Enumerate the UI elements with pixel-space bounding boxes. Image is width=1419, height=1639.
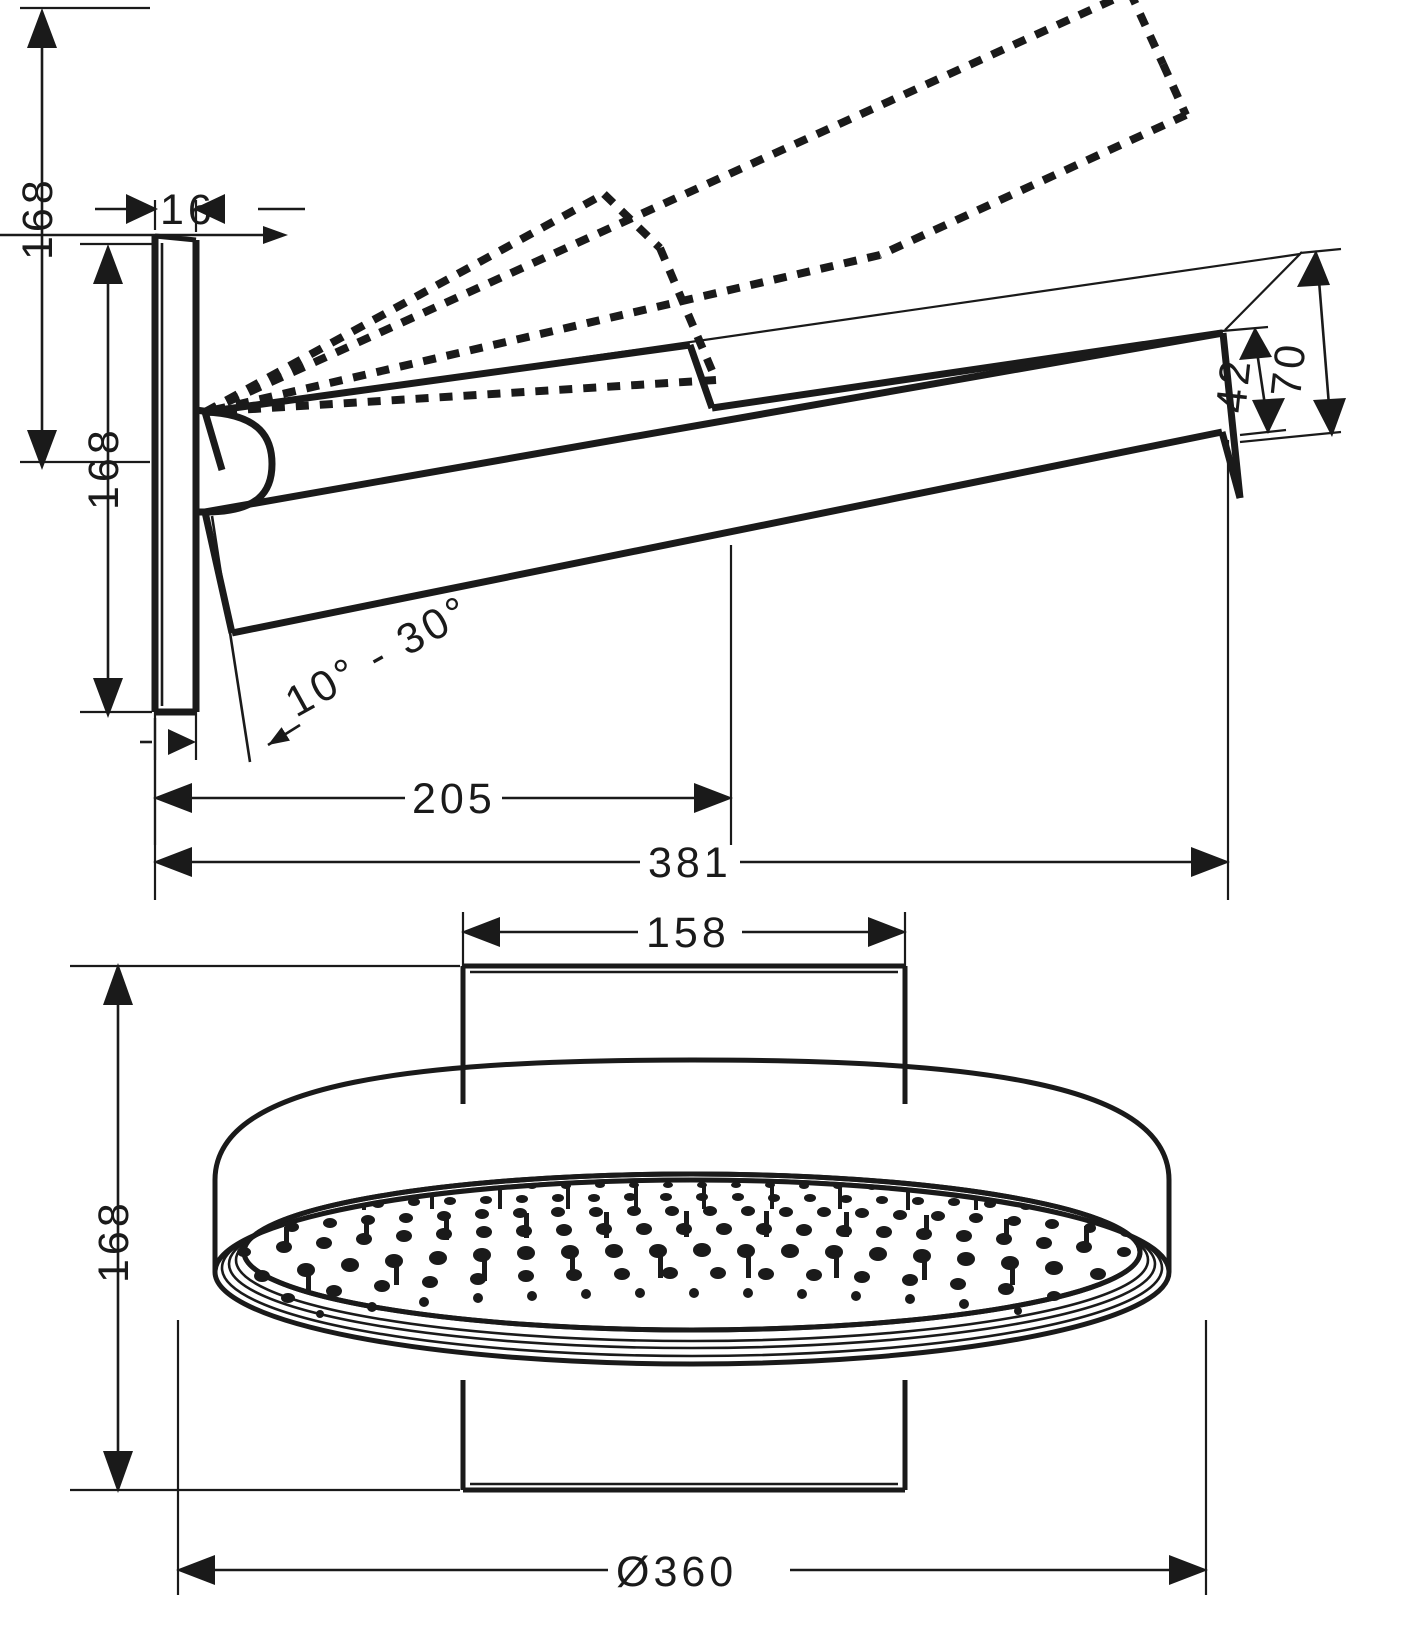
spray-face-rim bbox=[241, 1171, 1143, 1333]
dimension-168-plate-height-label: 168 bbox=[80, 426, 128, 510]
dimension-168-top bbox=[0, 6, 288, 470]
dimension-42-arm-end-depth bbox=[1221, 325, 1287, 437]
dimension-diameter-360 bbox=[176, 1320, 1208, 1595]
construction-line-70-upper bbox=[1224, 251, 1303, 331]
dimension-16-plate-thickness bbox=[95, 194, 305, 232]
side-elevation-view: 10° - 30° 168 16 168 bbox=[0, 0, 1346, 900]
shower-arm-upper-segment bbox=[201, 329, 1223, 471]
shower-head-disc bbox=[212, 1057, 1172, 1367]
dimension-168-top-label: 168 bbox=[14, 176, 62, 260]
dimension-381-label: 381 bbox=[648, 839, 732, 887]
shower-arm-main-body bbox=[201, 329, 1244, 637]
dimension-205 bbox=[153, 545, 733, 845]
dimension-70-arm-rise bbox=[1239, 247, 1346, 444]
swivel-angle-label: 10° - 30° bbox=[278, 586, 480, 727]
dimension-158-label: 158 bbox=[646, 909, 730, 957]
dimension-381 bbox=[153, 440, 1230, 900]
swivel-angle-leader bbox=[210, 515, 301, 763]
head-connector-upper bbox=[460, 963, 908, 1104]
dimension-16-label: 16 bbox=[160, 186, 216, 234]
dimension-70-label: 70 bbox=[1262, 338, 1316, 399]
dimension-168-front-label: 168 bbox=[90, 1199, 138, 1283]
head-connector-lower bbox=[460, 1380, 908, 1493]
dimension-168-plate-height bbox=[80, 242, 152, 718]
raised-position-dashed-outline bbox=[203, 0, 1190, 416]
dimension-42-label: 42 bbox=[1207, 354, 1261, 415]
dimension-168-front bbox=[70, 963, 460, 1493]
wall-plate bbox=[151, 233, 200, 716]
plate-thickness-lower-tick bbox=[140, 712, 198, 760]
construction-line-arm-top bbox=[204, 252, 1301, 414]
dimension-diameter-360-label: Ø360 bbox=[616, 1548, 737, 1596]
dimension-205-label: 205 bbox=[412, 775, 496, 823]
dimension-158 bbox=[461, 912, 907, 972]
front-elevation-view: 158 168 Ø360 bbox=[70, 909, 1208, 1596]
